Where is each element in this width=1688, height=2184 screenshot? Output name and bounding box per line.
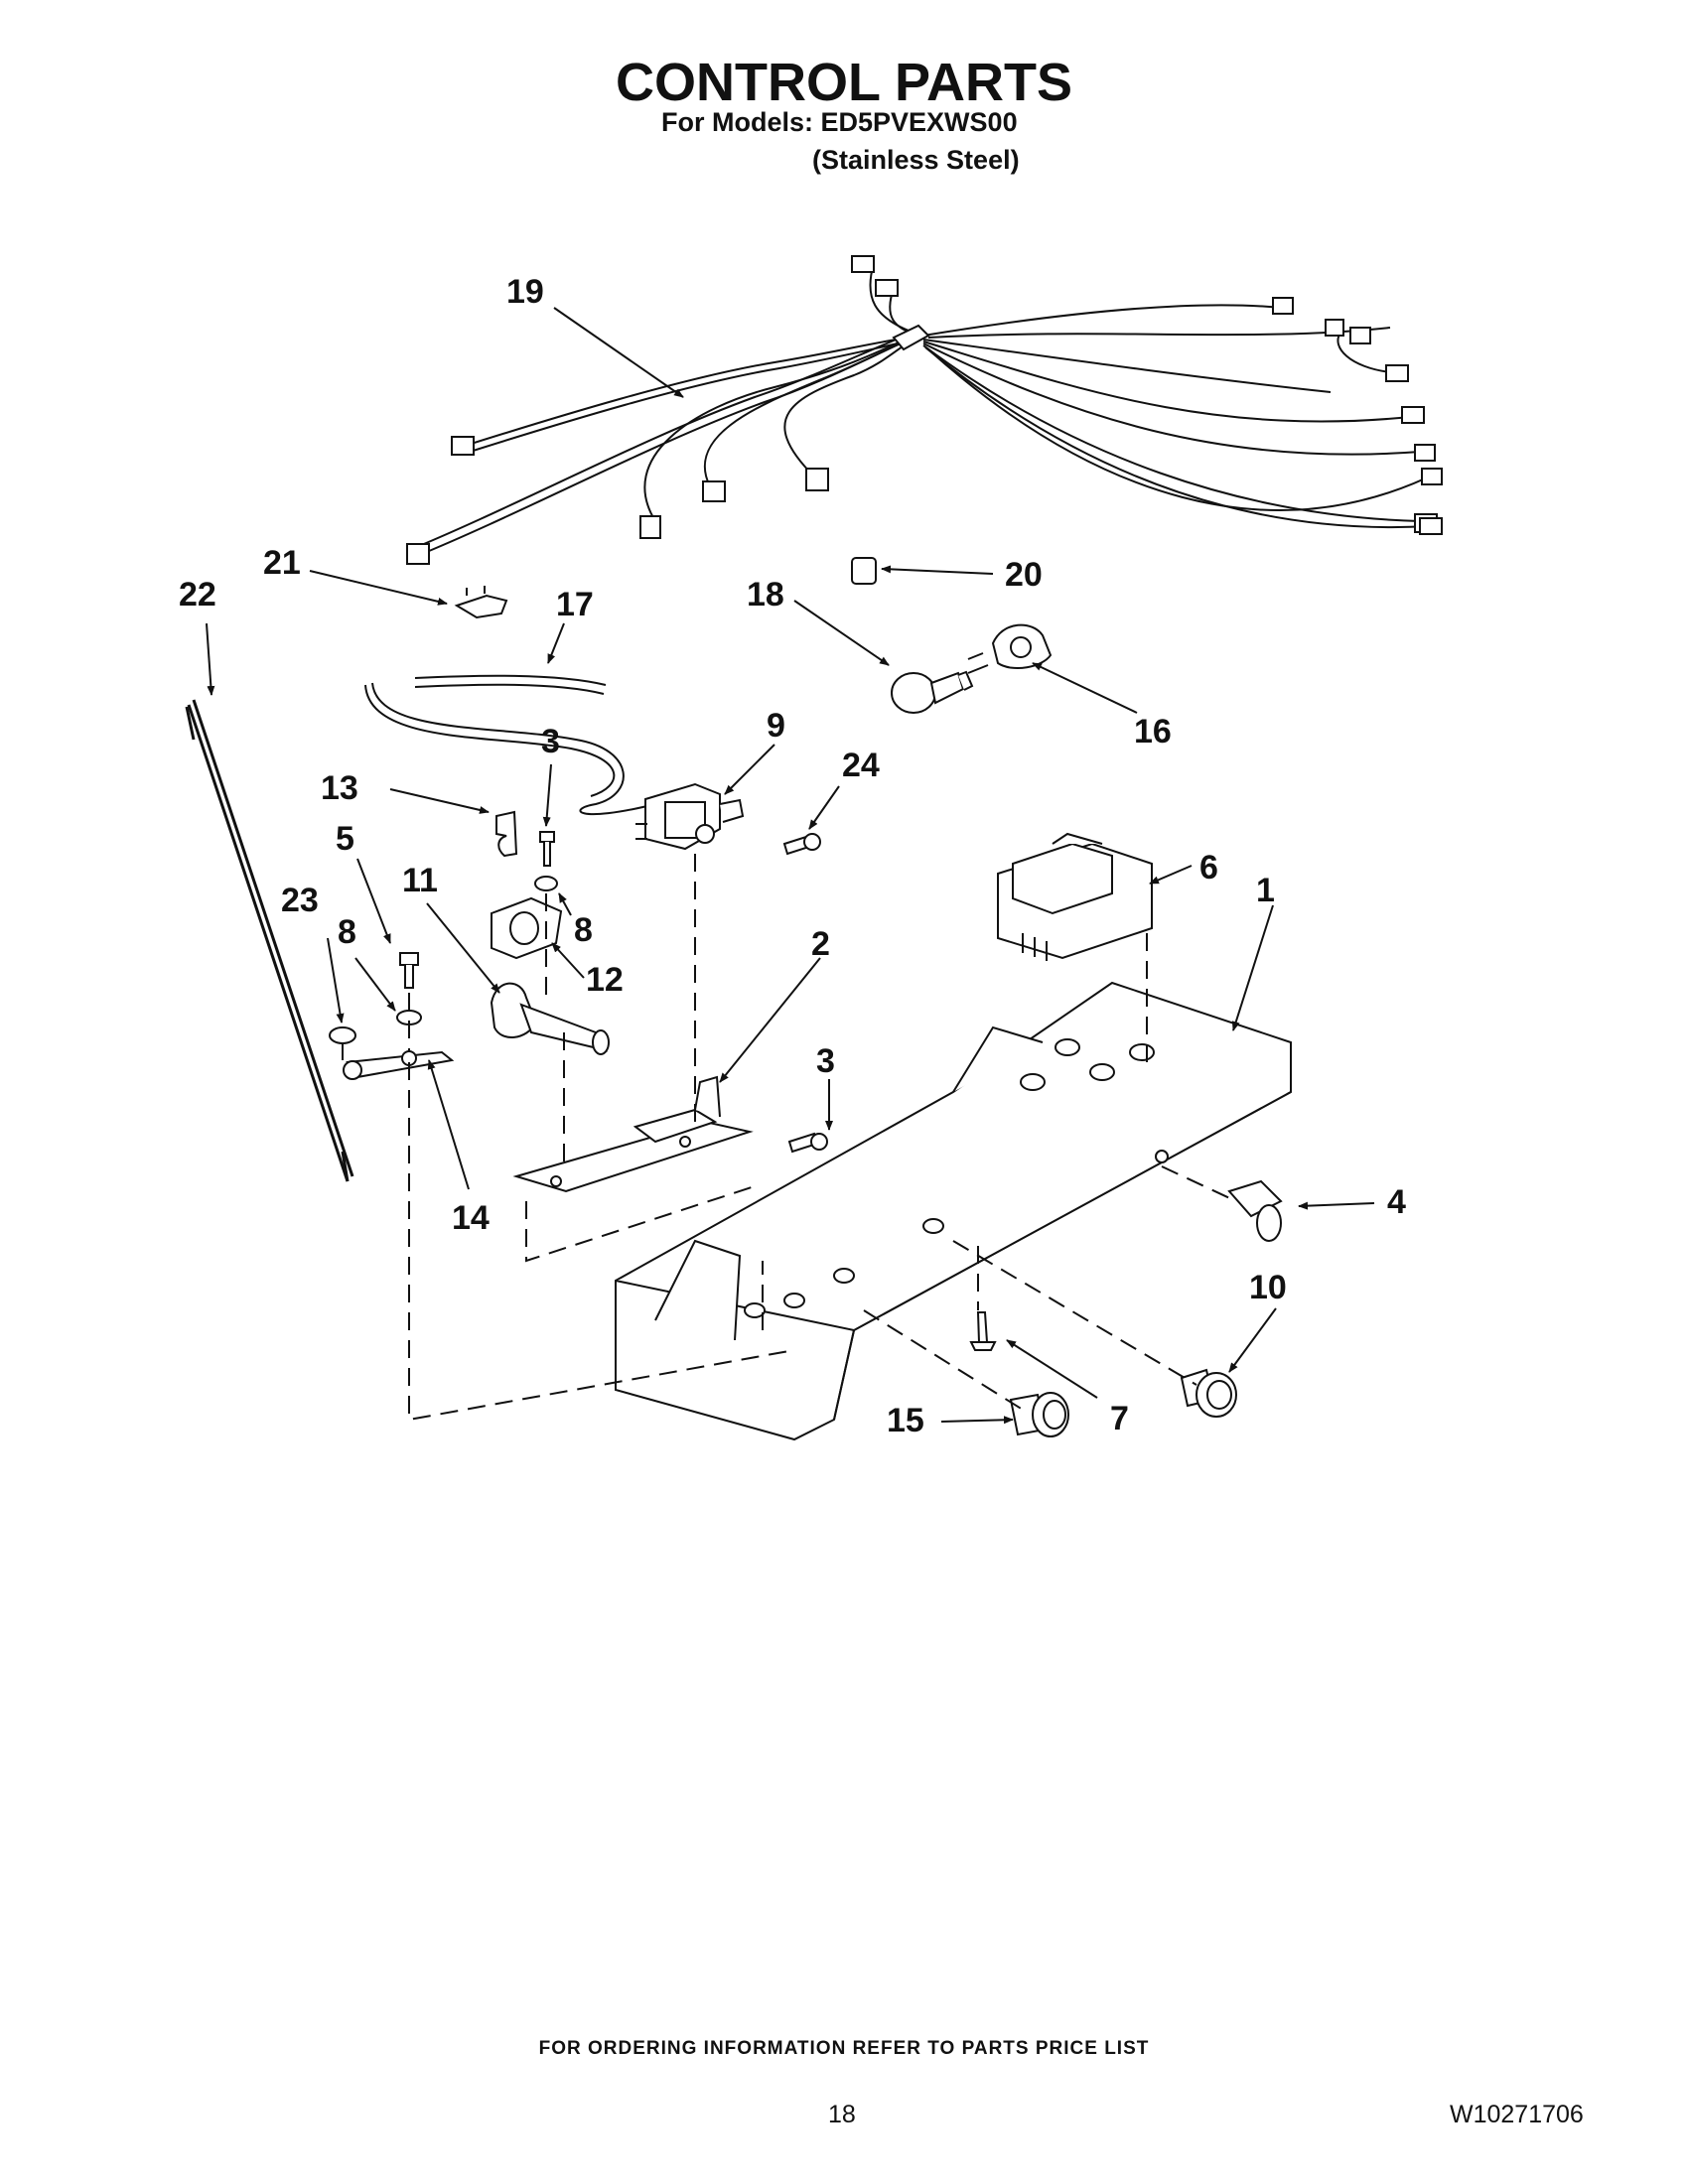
callout-12: 12 bbox=[586, 961, 624, 999]
screw-part-3-upper bbox=[539, 831, 555, 867]
callout-20: 20 bbox=[1005, 556, 1043, 594]
callout-4: 4 bbox=[1387, 1183, 1406, 1221]
clip-part-21 bbox=[454, 586, 508, 619]
assembly-dash-lines bbox=[342, 854, 1237, 1422]
light-bulb bbox=[891, 670, 974, 714]
callout-leaders bbox=[206, 307, 1375, 1425]
callout-17: 17 bbox=[556, 586, 594, 623]
callout-21: 21 bbox=[263, 544, 301, 582]
control-module-part-6 bbox=[997, 832, 1153, 961]
arm-part-14 bbox=[343, 1050, 455, 1080]
switch-part-4 bbox=[1227, 1179, 1283, 1242]
page-number: 18 bbox=[828, 2101, 856, 2128]
page-title: CONTROL PARTS bbox=[615, 53, 1072, 112]
callout-5: 5 bbox=[336, 820, 354, 858]
lamp-socket bbox=[967, 623, 1053, 674]
callout-3-lower: 3 bbox=[816, 1042, 835, 1080]
washer-part-8-upper bbox=[534, 876, 558, 891]
callout-3-upper: 3 bbox=[541, 723, 560, 760]
callout-10: 10 bbox=[1249, 1269, 1287, 1306]
callout-8-upper: 8 bbox=[574, 911, 593, 949]
plug-part-15 bbox=[1009, 1392, 1069, 1437]
callout-18: 18 bbox=[747, 576, 784, 614]
clip-part-20 bbox=[851, 557, 877, 585]
knob-part-10 bbox=[1180, 1368, 1237, 1418]
wire-harness bbox=[406, 262, 1441, 557]
ordering-note: FOR ORDERING INFORMATION REFER TO PARTS … bbox=[538, 2038, 1150, 2059]
document-number: W10271706 bbox=[1450, 2101, 1584, 2128]
screw-part-3-lower bbox=[787, 1132, 828, 1154]
callout-22: 22 bbox=[179, 576, 216, 614]
callout-8-lower: 8 bbox=[338, 913, 356, 951]
screw-part-7 bbox=[969, 1311, 997, 1351]
finish-line: (Stainless Steel) bbox=[812, 145, 1020, 175]
callout-24: 24 bbox=[842, 747, 880, 784]
callout-19: 19 bbox=[506, 273, 544, 311]
callout-23: 23 bbox=[281, 882, 319, 919]
bracket-part-2 bbox=[512, 1075, 754, 1193]
callout-15: 15 bbox=[887, 1402, 924, 1439]
callout-16: 16 bbox=[1134, 713, 1172, 751]
callout-1: 1 bbox=[1256, 872, 1275, 909]
screw-part-5 bbox=[399, 952, 419, 989]
holder-part-12 bbox=[491, 896, 563, 960]
lever-part-11 bbox=[490, 982, 610, 1055]
rod-part-22 bbox=[185, 699, 354, 1182]
callout-13: 13 bbox=[321, 769, 358, 807]
callout-6: 6 bbox=[1199, 849, 1218, 887]
callout-9: 9 bbox=[767, 707, 785, 745]
callout-2: 2 bbox=[811, 925, 830, 963]
models-line: For Models: ED5PVEXWS00 bbox=[661, 107, 1018, 137]
callout-7: 7 bbox=[1110, 1400, 1129, 1437]
washer-part-23 bbox=[329, 1026, 356, 1044]
harness-connectors bbox=[406, 255, 1443, 565]
callout-14: 14 bbox=[452, 1199, 490, 1237]
screw-part-24 bbox=[782, 833, 821, 856]
switch-part-9 bbox=[635, 782, 745, 851]
callout-11: 11 bbox=[402, 862, 438, 899]
bracket-part-13 bbox=[495, 810, 518, 858]
tubing bbox=[364, 674, 656, 816]
housing-part-1 bbox=[615, 981, 1292, 1441]
callout-labels: 19 21 17 22 18 20 16 9 24 3 13 5 8 11 12… bbox=[179, 273, 1406, 1439]
